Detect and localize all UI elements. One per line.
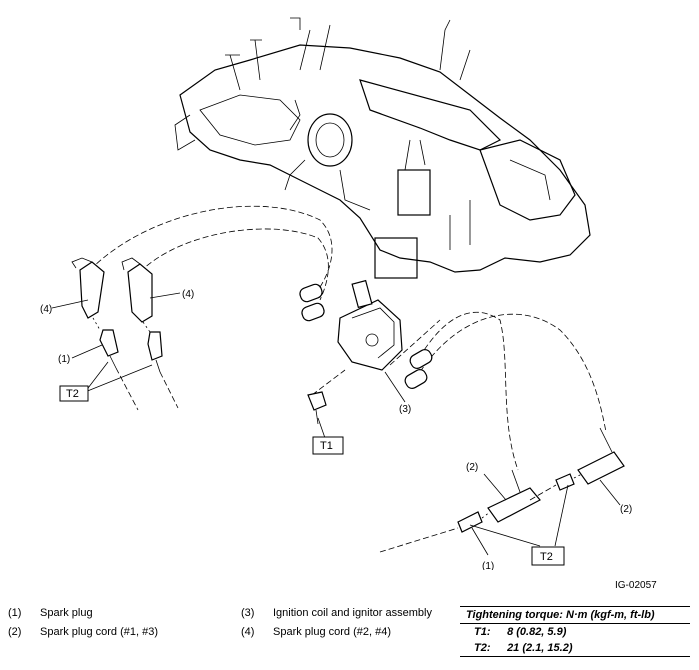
tightening-torque-table: Tightening torque: N·m (kgf-m, ft-lb) T1… <box>460 606 690 657</box>
legend-number: (2) <box>8 626 22 638</box>
svg-text:T2: T2 <box>66 388 79 400</box>
torque-table-heading: Tightening torque: N·m (kgf-m, ft-lb) <box>460 607 690 624</box>
figure-id: IG-02057 <box>615 580 657 591</box>
svg-text:T1: T1 <box>320 440 333 452</box>
torque-key: T2: <box>474 642 491 654</box>
torque-value: 8 (0.82, 5.9) <box>507 626 567 638</box>
torque-box-t2-right: T2 <box>531 546 565 566</box>
legend-label: Spark plug cord (#2, #4) <box>273 626 392 638</box>
ignition-system-diagram: (4) (4) (1) (3) (2) (2) (1) T2 T1 T2 <box>40 17 632 570</box>
torque-box-t2-left: T2 <box>59 385 89 402</box>
callout-2-lower: (2) <box>466 462 478 473</box>
callout-4-left: (4) <box>40 304 52 315</box>
callout-1-lower: (1) <box>482 561 494 570</box>
legend-number: (3) <box>241 607 255 619</box>
legend-label: Spark plug cord (#1, #3) <box>40 626 159 638</box>
callout-3: (3) <box>399 404 411 415</box>
torque-box-t1: T1 <box>312 436 344 455</box>
spark-plug-cord-2-4-drawing <box>71 205 333 411</box>
torque-row-t2: T2: 21 (2.1, 15.2) <box>460 640 690 656</box>
callout-2-right: (2) <box>620 504 632 515</box>
spark-plug-cord-1-3-drawing <box>379 311 625 553</box>
legend-number: (1) <box>8 607 22 619</box>
legend-label: Ignition coil and ignitor assembly <box>273 607 432 619</box>
legend-number: (4) <box>241 626 255 638</box>
callout-4-mid: (4) <box>182 289 194 300</box>
torque-key: T1: <box>474 626 491 638</box>
ignition-coil-assembly-drawing <box>307 279 441 425</box>
legend-label: Spark plug <box>40 607 93 619</box>
svg-text:T2: T2 <box>540 551 553 563</box>
engine-intake-manifold-drawing <box>174 17 591 279</box>
torque-row-t1: T1: 8 (0.82, 5.9) <box>460 624 690 640</box>
leader-lines <box>51 292 621 556</box>
callout-1-left: (1) <box>58 354 70 365</box>
torque-value: 21 (2.1, 15.2) <box>507 642 573 654</box>
